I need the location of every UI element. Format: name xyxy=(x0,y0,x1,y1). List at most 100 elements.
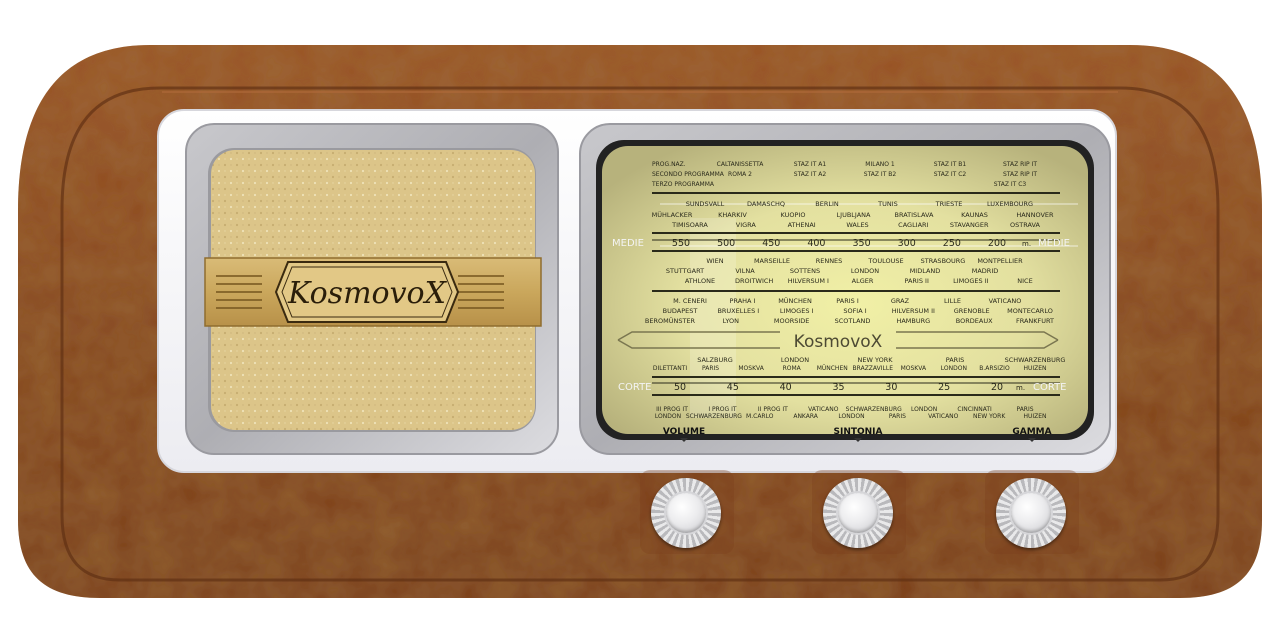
medie-station: HILVERSUM I xyxy=(788,277,829,285)
medie-station: GRENOBLE xyxy=(954,307,990,315)
medie-scale-number: 300 xyxy=(898,238,916,249)
volume-knob[interactable] xyxy=(651,478,721,548)
medie-station: BERLIN xyxy=(815,200,839,208)
medie-station: GRAZ xyxy=(891,297,910,305)
medie-station: BORDEAUX xyxy=(956,317,993,325)
corte-station: M.CARLO xyxy=(746,413,774,420)
medie-station: LIMOGES I xyxy=(780,307,814,315)
corte-station: PARIS xyxy=(1016,406,1033,413)
corte-station: LONDON xyxy=(838,413,864,420)
corte-station: HUIZEN xyxy=(1023,365,1046,372)
medie-station: BRUXELLES I xyxy=(717,307,759,315)
program-row-label: PROG.NAZ. xyxy=(652,161,686,168)
medie-station: HILVERSUM II xyxy=(892,307,935,315)
program-station: CALTANISSETTA xyxy=(717,161,765,168)
corte-station: I PROG IT xyxy=(708,406,737,413)
corte-station: SCHWARZENBURG xyxy=(846,406,902,413)
band-knob[interactable] xyxy=(996,478,1066,548)
medie-station: KAUNAS xyxy=(961,211,988,219)
dial-scale: PROG.NAZ. CALTANISSETTA STAZ IT A1 MILANO 1… xyxy=(612,161,1070,420)
medie-station: STAVANGER xyxy=(950,221,989,229)
medie-station: SOFIA I xyxy=(843,307,866,315)
medie-station: LIMOGES II xyxy=(953,277,989,285)
corte-station: LONDON xyxy=(911,406,937,413)
corte-station: DILETTANTI xyxy=(653,365,688,372)
medie-station: CAGLIARI xyxy=(898,221,928,229)
medie-station: LILLE xyxy=(944,297,961,305)
medie-station: TRIESTE xyxy=(935,200,963,208)
medie-station: SUNDSVALL xyxy=(686,200,725,208)
medie-station: MARSEILLE xyxy=(754,257,790,265)
medie-station: LONDON xyxy=(851,267,879,275)
medie-station: MÜHLACKER xyxy=(652,210,693,219)
dial-ornament xyxy=(617,331,1059,349)
corte-station: ROMA xyxy=(783,365,802,372)
medie-station: WALES xyxy=(846,221,868,229)
volume-label: VOLUME xyxy=(663,427,705,437)
program-station: STAZ IT B2 xyxy=(864,171,897,178)
medie-station: BUDAPEST xyxy=(663,307,698,315)
medie-station: NICE xyxy=(1017,277,1032,285)
medie-station: HAMBURG xyxy=(896,317,930,325)
medie-station: DAMASCHQ xyxy=(747,200,785,208)
medie-station: MIDLAND xyxy=(910,267,941,275)
corte-station: PARIS xyxy=(889,413,906,420)
medie-station: BEROMÜNSTER xyxy=(645,316,696,325)
corte-scale-number: 20 xyxy=(991,382,1003,393)
corte-band-label-left: CORTE xyxy=(618,382,652,393)
corte-station: SALZBURG xyxy=(697,356,733,364)
medie-station: PARIS I xyxy=(836,297,859,305)
medie-station: PRAHA I xyxy=(730,297,756,305)
medie-station: STUTTGART xyxy=(666,267,704,275)
volume-knob-cap xyxy=(666,493,706,533)
corte-station: CINCINNATI xyxy=(957,406,992,413)
corte-scale-number: 25 xyxy=(938,382,950,393)
medie-station: MONTPELLIER xyxy=(977,257,1023,265)
medie-station: SOTTENS xyxy=(790,267,820,275)
corte-station: LONDON xyxy=(941,365,967,372)
program-station: STAZ IT C2 xyxy=(934,171,967,178)
medie-scale-number: 500 xyxy=(717,238,735,249)
brand-badge: KosmovoX xyxy=(204,257,542,327)
medie-station: SCOTLAND xyxy=(835,317,871,325)
medie-station: TOULOUSE xyxy=(867,257,903,265)
medie-band-label-right: MEDIE xyxy=(1038,238,1070,249)
medie-station: PARIS II xyxy=(904,277,928,285)
medie-station: BRATISLAVA xyxy=(895,211,934,219)
medie-station: MONTECARLO xyxy=(1007,307,1053,315)
program-row-label: SECONDO PROGRAMMA xyxy=(652,171,725,178)
corte-station: II PROG IT xyxy=(758,406,788,413)
medie-station: RENNES xyxy=(816,257,843,265)
corte-scale-number: 35 xyxy=(832,382,844,393)
medie-station: MADRID xyxy=(972,267,999,275)
medie-station: TUNIS xyxy=(877,200,898,208)
tuning-knob[interactable] xyxy=(823,478,893,548)
medie-band-label-left: MEDIE xyxy=(612,238,644,249)
dial-logo: KosmovoX xyxy=(794,332,883,352)
corte-station: BRAZZAVILLE xyxy=(853,365,894,372)
medie-station: ATHENAI xyxy=(788,221,816,229)
corte-station: VATICANO xyxy=(928,413,959,420)
medie-scale-number: 350 xyxy=(853,238,871,249)
corte-station: PARIS xyxy=(702,365,719,372)
medie-station: VATICANO xyxy=(989,297,1022,305)
program-row-label: TERZO PROGRAMMA xyxy=(651,181,715,188)
program-station: MILANO 1 xyxy=(865,161,895,168)
corte-station: NEW YORK xyxy=(973,413,1006,420)
corte-station: MÜNCHEN xyxy=(817,365,848,372)
medie-unit: m. xyxy=(1022,240,1031,248)
corte-scale-number: 30 xyxy=(885,382,897,393)
corte-station: III PROG IT xyxy=(656,406,688,413)
medie-scale-number: 250 xyxy=(943,238,961,249)
corte-station: LONDON xyxy=(781,356,809,364)
program-station: STAZ IT A1 xyxy=(794,161,827,168)
medie-station: DROITWICH xyxy=(735,277,773,285)
dial-control-labels: VOLUME SINTONIA GAMMA xyxy=(663,427,1052,442)
medie-station: HANNOVER xyxy=(1016,211,1054,219)
medie-scale-number: 400 xyxy=(807,238,825,249)
tuning-knob-cap xyxy=(838,493,878,533)
tuning-label: SINTONIA xyxy=(834,427,883,437)
medie-scale-number: 550 xyxy=(672,238,690,249)
corte-unit: m. xyxy=(1016,384,1025,392)
